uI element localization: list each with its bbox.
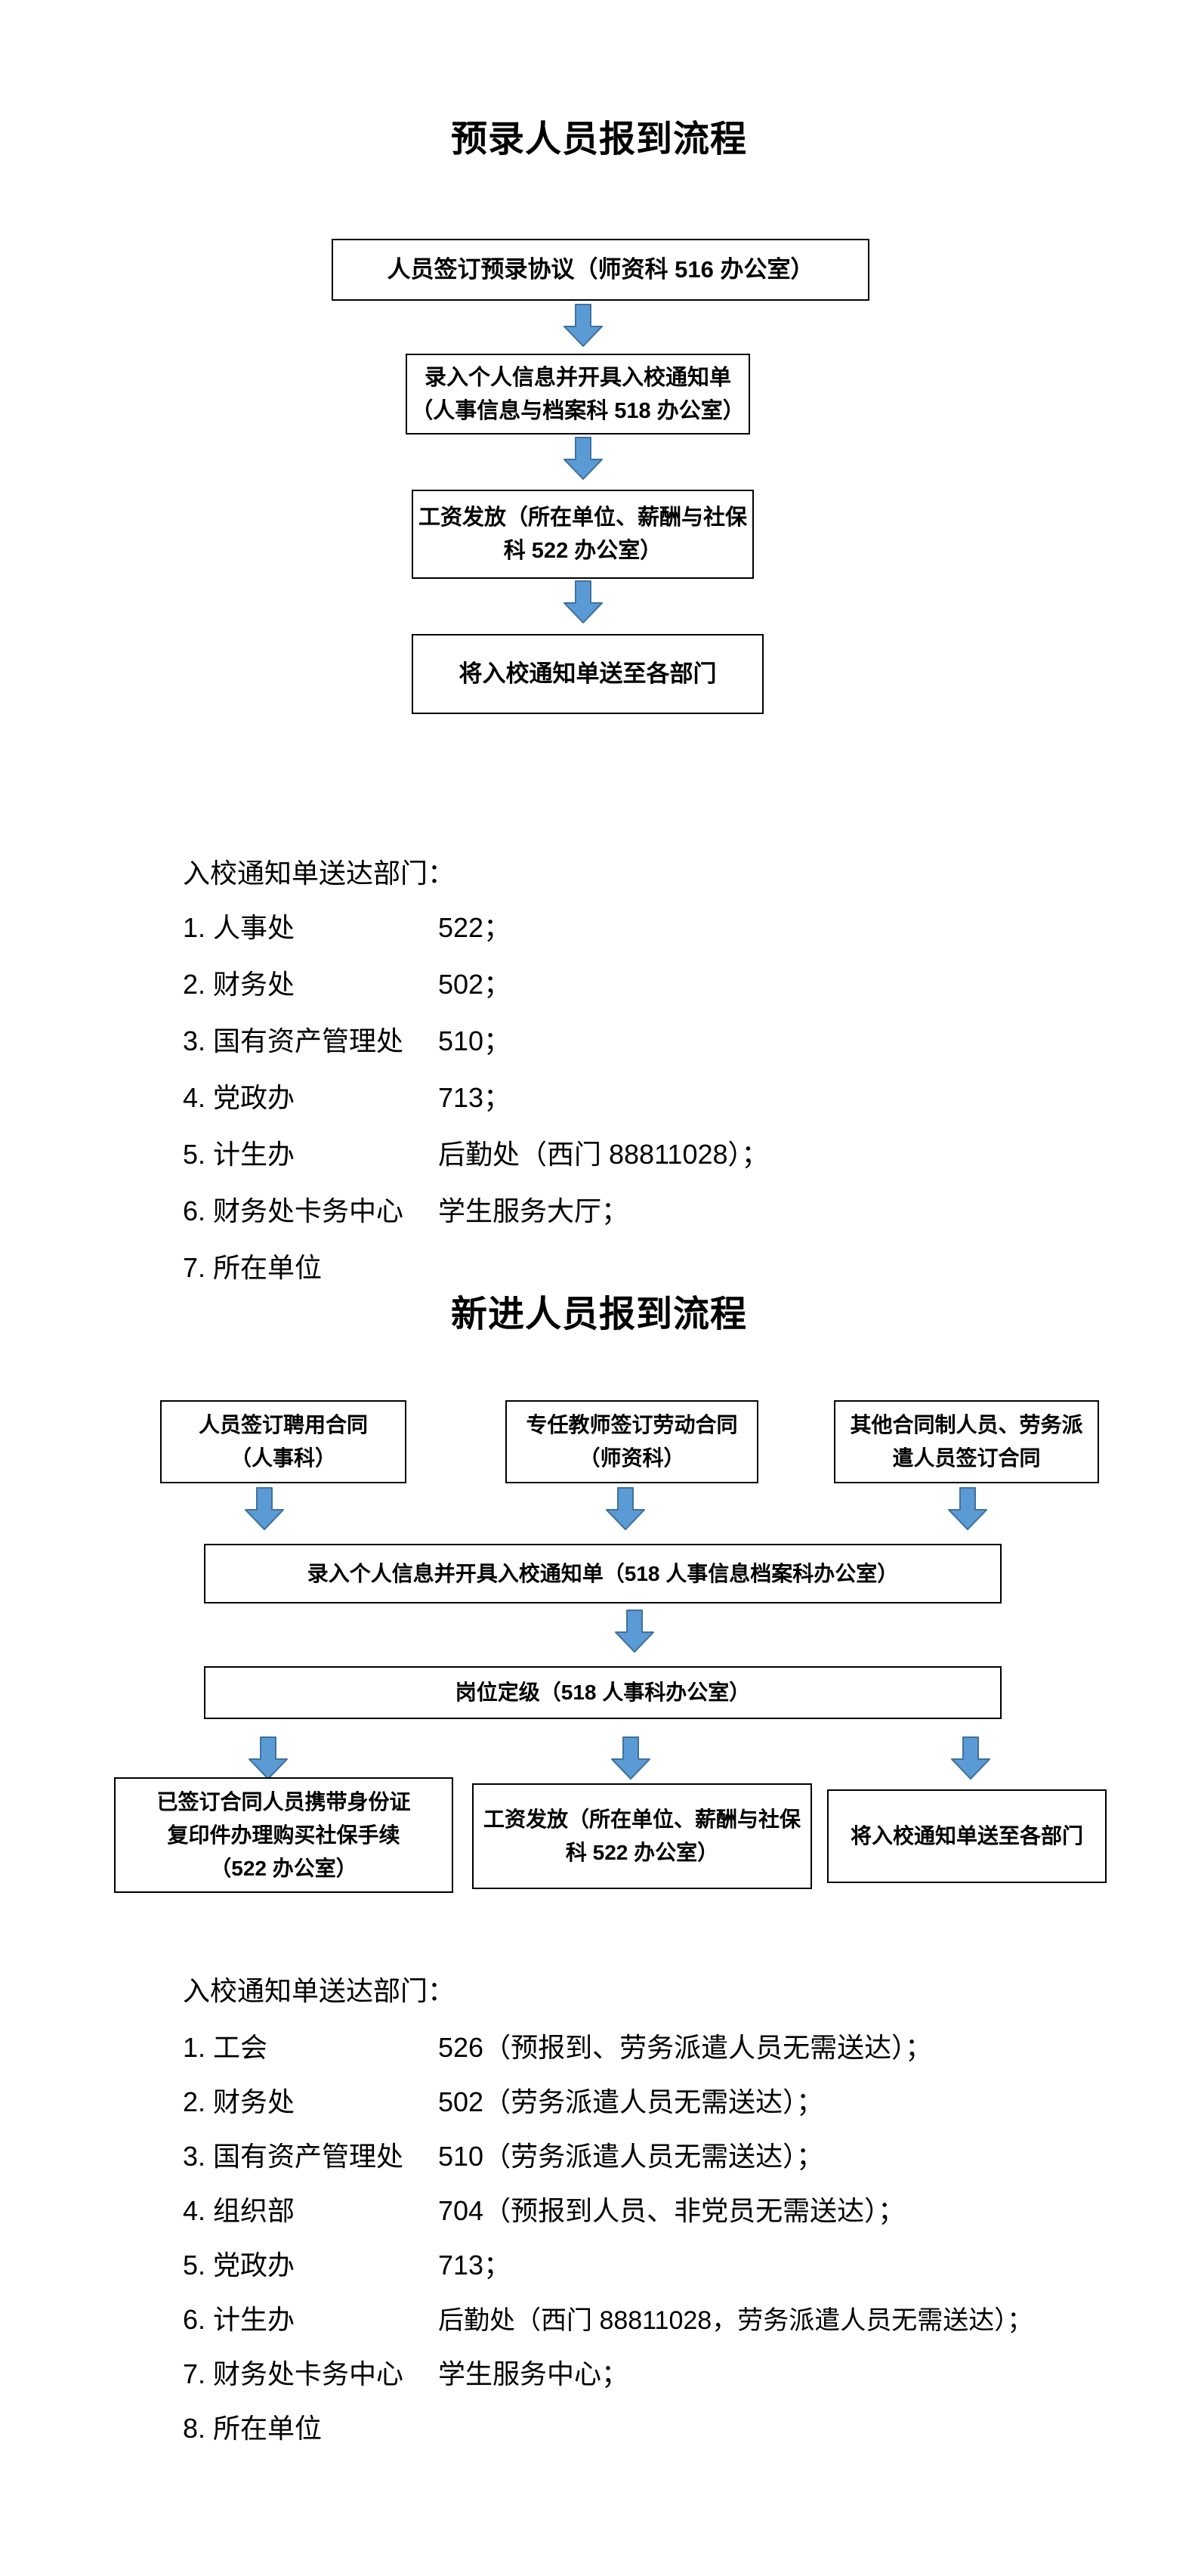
flow2-top-box-3-line1: 其他合同制人员、劳务派 xyxy=(850,1413,1083,1436)
down-arrow-icon xyxy=(563,437,604,481)
flow1-step-4-text: 将入校通知单送至各部门 xyxy=(459,660,717,687)
flow2-top-box-1: 人员签订聘用合同 （人事科） xyxy=(160,1400,406,1483)
flow1-step-2-line1: 录入个人信息并开具入校通知单 xyxy=(424,365,731,390)
down-arrow-icon xyxy=(563,580,604,624)
list-item-value: 502（劳务派遣人员无需送达）； xyxy=(438,2086,824,2117)
flow1-step-2-box: 录入个人信息并开具入校通知单 （人事信息与档案科 518 办公室） xyxy=(406,354,750,434)
flow2-top-box-1-line2: （人事科） xyxy=(230,1446,336,1470)
flow2-record-info-box: 录入个人信息并开具入校通知单（518 人事信息档案科办公室） xyxy=(204,1544,1002,1603)
flow2-record-info-text: 录入个人信息并开具入校通知单（518 人事信息档案科办公室） xyxy=(307,1561,899,1585)
list-item: 6. 计生办 后勤处（西门 88811028，劳务派遣人员无需送达）； xyxy=(183,2290,1165,2345)
flow1-step-1-box: 人员签订预录协议（师资科 516 办公室） xyxy=(332,239,869,301)
down-arrow-icon xyxy=(610,1736,651,1780)
flow2-grade-text: 岗位定级（518 人事科办公室） xyxy=(455,1681,751,1704)
list-item-label: 7. 财务处卡务中心 xyxy=(183,2358,404,2389)
list-item-label: 3. 国有资产管理处 xyxy=(183,2141,404,2172)
list-item-value: 713； xyxy=(438,2250,511,2281)
flow2-bottom-box-1-line2: 复印件办理购买社保手续 xyxy=(167,1823,400,1847)
flow2-list-header: 入校通知单送达部门： xyxy=(183,1975,455,2006)
list-item: 8. 所在单位 xyxy=(183,2399,1165,2454)
flow1-step-4-box: 将入校通知单送至各部门 xyxy=(412,634,764,714)
list-item-label: 8. 所在单位 xyxy=(183,2413,323,2444)
flow2-bottom-box-1: 已签订合同人员携带身份证 复印件办理购买社保手续 （522 办公室） xyxy=(114,1777,453,1893)
list-item: 5. 计生办 后勤处（西门 88811028）； xyxy=(183,1124,1127,1180)
flow2-top-box-3-line2: 遣人员签订合同 xyxy=(892,1446,1041,1470)
list-item-value: 522； xyxy=(438,911,511,943)
list-item: 4. 组织部 704（预报到人员、非党员无需送达）； xyxy=(183,2182,1165,2236)
flow1-title: 预录人员报到流程 xyxy=(450,119,747,159)
list-item: 2. 财务处 502； xyxy=(183,954,1127,1010)
list-item: 7. 财务处卡务中心 学生服务中心； xyxy=(183,2345,1165,2399)
list-item-label: 2. 财务处 xyxy=(183,968,295,1000)
flow2-bottom-box-1-line1: 已签订合同人员携带身份证 xyxy=(156,1789,411,1814)
flow2-top-box-2-line2: （师资科） xyxy=(579,1446,685,1470)
flow1-step-3-line1: 工资发放（所在单位、薪酬与社保 xyxy=(418,506,747,530)
list-item-label: 5. 计生办 xyxy=(183,1138,295,1170)
list-item-label: 1. 人事处 xyxy=(183,911,295,943)
flow2-bottom-box-2-line1: 工资发放（所在单位、薪酬与社保 xyxy=(483,1808,801,1831)
list-item-label: 7. 所在单位 xyxy=(183,1251,323,1283)
list-item: 4. 党政办 713； xyxy=(183,1067,1127,1124)
list-item: 7. 所在单位 xyxy=(183,1237,1127,1294)
flow1-step-1-text: 人员签订预录协议（师资科 516 办公室） xyxy=(387,256,814,283)
flow2-top-box-1-line1: 人员签订聘用合同 xyxy=(198,1413,368,1436)
list-item-value: 502； xyxy=(438,968,511,1000)
list-item: 1. 工会 526（预报到、劳务派遣人员无需送达）； xyxy=(183,2018,1165,2073)
list-item-value: 510； xyxy=(438,1025,511,1056)
flow2-department-list: 1. 工会 526（预报到、劳务派遣人员无需送达）； 2. 财务处 502（劳务… xyxy=(183,2018,1165,2454)
list-item-label: 6. 财务处卡务中心 xyxy=(183,1195,404,1226)
list-item: 3. 国有资产管理处 510（劳务派遣人员无需送达）； xyxy=(183,2127,1165,2182)
down-arrow-icon xyxy=(605,1487,646,1531)
flow2-bottom-box-3-text: 将入校通知单送至各部门 xyxy=(850,1824,1083,1848)
flow2-title: 新进人员报到流程 xyxy=(450,1294,747,1334)
down-arrow-icon xyxy=(947,1487,988,1531)
flow2-bottom-box-1-line3: （522 办公室） xyxy=(210,1856,357,1880)
flow2-bottom-box-3: 将入校通知单送至各部门 xyxy=(827,1789,1107,1883)
list-item-value: 学生服务大厅； xyxy=(438,1195,629,1226)
list-item-value: 后勤处（西门 88811028，劳务派遣人员无需送达）； xyxy=(438,2305,1033,2335)
list-item: 5. 党政办 713； xyxy=(183,2236,1165,2290)
list-item: 6. 财务处卡务中心 学生服务大厅； xyxy=(183,1180,1127,1237)
flow2-bottom-box-2-line2: 科 522 办公室） xyxy=(565,1841,719,1864)
list-item-label: 4. 组织部 xyxy=(183,2195,295,2226)
down-arrow-icon xyxy=(244,1487,285,1531)
flow1-list-header: 入校通知单送达部门： xyxy=(183,858,455,889)
list-item-label: 5. 党政办 xyxy=(183,2250,295,2281)
list-item-label: 2. 财务处 xyxy=(183,2086,295,2117)
down-arrow-icon xyxy=(248,1736,289,1780)
list-item-value: 704（预报到人员、非党员无需送达）； xyxy=(438,2195,906,2226)
flow2-grade-box: 岗位定级（518 人事科办公室） xyxy=(204,1666,1002,1719)
down-arrow-icon xyxy=(950,1736,991,1780)
flow2-top-box-3: 其他合同制人员、劳务派 遣人员签订合同 xyxy=(834,1400,1099,1483)
list-item-label: 1. 工会 xyxy=(183,2032,268,2063)
flow2-bottom-box-2: 工资发放（所在单位、薪酬与社保 科 522 办公室） xyxy=(472,1783,812,1889)
list-item-label: 4. 党政办 xyxy=(183,1081,295,1113)
list-item-value: 510（劳务派遣人员无需送达）； xyxy=(438,2141,824,2172)
list-item: 2. 财务处 502（劳务派遣人员无需送达）； xyxy=(183,2073,1165,2127)
flow2-top-box-2-line1: 专任教师签订劳动合同 xyxy=(526,1413,738,1436)
list-item-label: 3. 国有资产管理处 xyxy=(183,1025,404,1056)
list-item: 3. 国有资产管理处 510； xyxy=(183,1010,1127,1067)
list-item-value: 713； xyxy=(438,1081,511,1113)
flow2-top-box-2: 专任教师签订劳动合同 （师资科） xyxy=(505,1400,758,1483)
flow1-step-3-line2: 科 522 办公室） xyxy=(503,539,662,563)
list-item-value: 后勤处（西门 88811028）； xyxy=(438,1138,769,1170)
list-item-value: 526（预报到、劳务派遣人员无需送达）； xyxy=(438,2032,933,2063)
flow1-department-list: 1. 人事处 522； 2. 财务处 502； 3. 国有资产管理处 510； … xyxy=(183,897,1127,1294)
down-arrow-icon xyxy=(614,1610,655,1653)
list-item-value: 学生服务中心； xyxy=(438,2358,629,2389)
flow1-step-2-line2: （人事信息与档案科 518 办公室） xyxy=(411,398,745,423)
list-item-label: 6. 计生办 xyxy=(183,2304,295,2335)
flow1-step-3-box: 工资发放（所在单位、薪酬与社保 科 522 办公室） xyxy=(412,490,754,579)
list-item: 1. 人事处 522； xyxy=(183,897,1127,954)
down-arrow-icon xyxy=(563,304,604,348)
